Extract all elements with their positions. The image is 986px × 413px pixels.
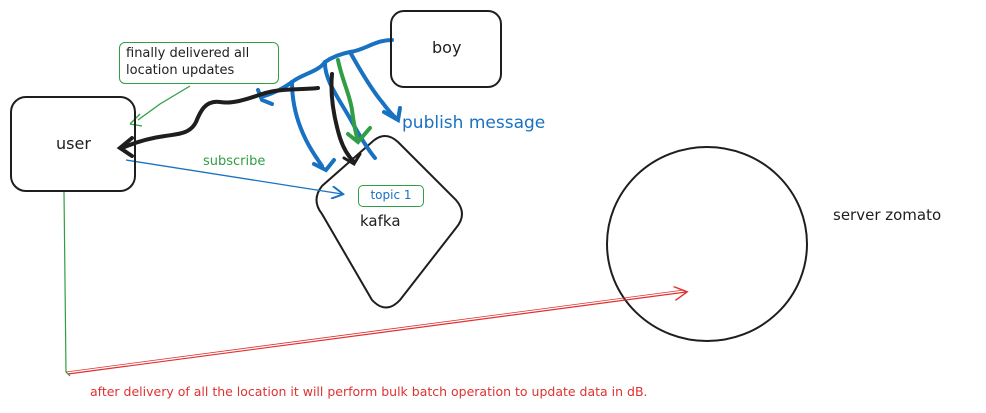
boy-box (390, 10, 502, 88)
kafka-label: kafka (360, 212, 401, 230)
server-label: server zomato (833, 206, 942, 224)
delivery-note: finally delivered all location updates (119, 42, 279, 84)
boy-label: boy (432, 38, 462, 57)
user-box (10, 96, 136, 192)
black-arrowhead-kafka (342, 152, 362, 167)
blue-arrowhead-1 (312, 158, 336, 173)
user-to-bottom-line (63, 191, 71, 377)
topic-badge: topic 1 (358, 185, 424, 207)
subscribe-arrow (125, 159, 342, 194)
bulk-arrow-red (67, 292, 686, 375)
green-arrowhead (346, 126, 372, 145)
bottom-annotation: after delivery of all the location it wi… (90, 384, 648, 399)
subscribe-label: subscribe (203, 154, 266, 169)
black-arrowhead-user (116, 136, 134, 158)
blue-arrowhead-2 (382, 106, 402, 124)
blue-branch-2 (290, 80, 324, 168)
server-circle (606, 146, 808, 342)
delivery-flow-black (329, 72, 356, 164)
note-line-1: finally delivered all (126, 46, 250, 61)
delivery-flow-to-user (120, 86, 320, 150)
note-pointer (137, 85, 191, 121)
green-flow (336, 58, 360, 142)
user-label: user (56, 134, 91, 153)
publish-label: publish message (402, 113, 546, 133)
bulk-arrow-red-2 (65, 289, 685, 373)
kafka-diamond (315, 135, 463, 309)
note-line-2: location updates (126, 63, 235, 78)
